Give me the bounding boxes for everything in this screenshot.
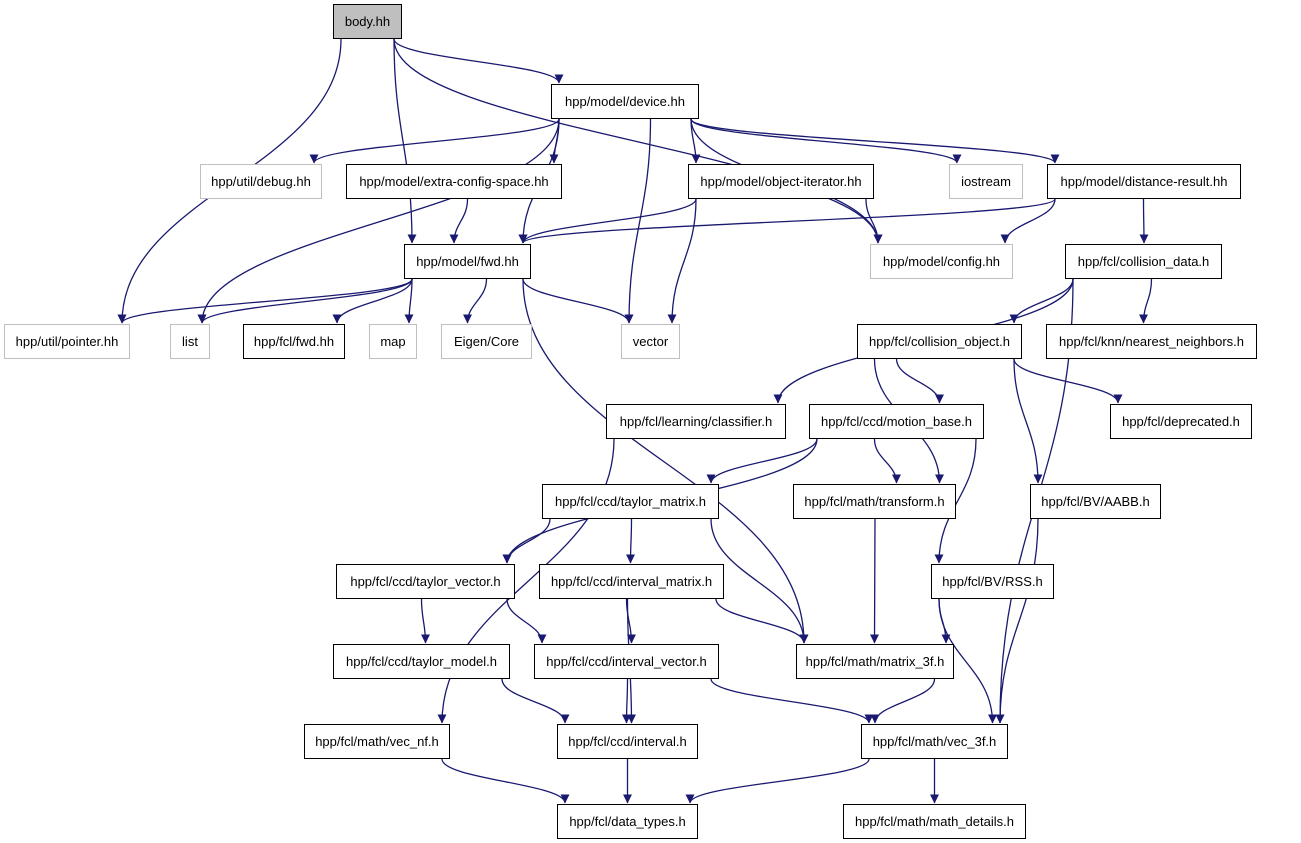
node-math-vec-nf-h[interactable]: hpp/fcl/math/vec_nf.h bbox=[304, 724, 450, 759]
edge-device-to-util-debug bbox=[309, 118, 560, 164]
edge-device-to-vector bbox=[624, 118, 652, 324]
edge-model-fwd-to-fcl-fwd bbox=[332, 278, 413, 324]
node-learning-classifier-h[interactable]: hpp/fcl/learning/classifier.h bbox=[606, 404, 786, 439]
node-math-transform-h[interactable]: hpp/fcl/math/transform.h bbox=[793, 484, 956, 519]
node-body-hh[interactable]: body.hh bbox=[333, 4, 402, 39]
node-math-matrix-3f-h[interactable]: hpp/fcl/math/matrix_3f.h bbox=[796, 644, 954, 679]
edge-transform-to-matrix-3f bbox=[870, 518, 880, 644]
node-collision-object-h[interactable]: hpp/fcl/collision_object.h bbox=[857, 324, 1022, 359]
edge-distance-result-to-model-config bbox=[1000, 198, 1056, 244]
node-object-iterator-hh[interactable]: hpp/model/object-iterator.hh bbox=[688, 164, 874, 199]
edge-collision-object-to-aabb bbox=[1013, 358, 1043, 484]
edge-interval-vector-to-vec-3f bbox=[710, 678, 874, 724]
node-deprecated-h[interactable]: hpp/fcl/deprecated.h bbox=[1110, 404, 1252, 439]
edge-model-fwd-to-matrix-3f bbox=[522, 278, 809, 644]
node-collision-data-h[interactable]: hpp/fcl/collision_data.h bbox=[1065, 244, 1222, 279]
node-ccd-interval-matrix-h[interactable]: hpp/fcl/ccd/interval_matrix.h bbox=[539, 564, 724, 599]
node-bv-rss-h[interactable]: hpp/fcl/BV/RSS.h bbox=[931, 564, 1054, 599]
edge-taylor-matrix-to-matrix-3f bbox=[710, 518, 809, 644]
edge-taylor-vector-to-interval-vector bbox=[506, 598, 547, 644]
edge-taylor-vector-to-taylor-model bbox=[420, 598, 430, 644]
edge-device-to-list bbox=[197, 118, 560, 324]
edge-model-fwd-to-vector bbox=[522, 278, 634, 324]
node-ccd-motion-base-h[interactable]: hpp/fcl/ccd/motion_base.h bbox=[809, 404, 984, 439]
edge-interval-matrix-to-matrix-3f bbox=[715, 598, 809, 644]
node-util-debug-hh[interactable]: hpp/util/debug.hh bbox=[200, 164, 322, 199]
edge-extra-config-to-model-fwd bbox=[449, 198, 469, 244]
edge-motion-base-to-rss bbox=[934, 438, 977, 564]
node-ccd-taylor-vector-h[interactable]: hpp/fcl/ccd/taylor_vector.h bbox=[336, 564, 515, 599]
edge-device-to-iostream bbox=[690, 118, 962, 164]
node-util-pointer-hh[interactable]: hpp/util/pointer.hh bbox=[4, 324, 130, 359]
node-ccd-interval-vector-h[interactable]: hpp/fcl/ccd/interval_vector.h bbox=[534, 644, 719, 679]
node-eigen-core[interactable]: Eigen/Core bbox=[441, 324, 532, 359]
edge-taylor-model-to-interval bbox=[501, 678, 570, 724]
edge-taylor-matrix-to-taylor-vector bbox=[502, 518, 551, 564]
edge-model-fwd-to-list bbox=[197, 278, 413, 324]
edge-collision-data-to-knn bbox=[1139, 278, 1153, 324]
edge-interval-vector-to-interval bbox=[622, 678, 632, 724]
edge-vec-3f-to-data-types bbox=[685, 758, 870, 804]
edge-object-iterator-to-model-fwd bbox=[518, 198, 697, 244]
edge-model-fwd-to-map bbox=[404, 278, 414, 324]
node-bv-aabb-h[interactable]: hpp/fcl/BV/AABB.h bbox=[1030, 484, 1161, 519]
node-ccd-interval-h[interactable]: hpp/fcl/ccd/interval.h bbox=[557, 724, 698, 759]
node-ccd-taylor-model-h[interactable]: hpp/fcl/ccd/taylor_model.h bbox=[333, 644, 510, 679]
node-iostream[interactable]: iostream bbox=[949, 164, 1023, 199]
edge-distance-result-to-model-fwd bbox=[518, 198, 1056, 244]
node-extra-config-space-hh[interactable]: hpp/model/extra-config-space.hh bbox=[346, 164, 562, 199]
edge-motion-base-to-taylor-matrix bbox=[706, 438, 818, 484]
node-list[interactable]: list bbox=[170, 324, 210, 359]
node-model-fwd-hh[interactable]: hpp/model/fwd.hh bbox=[404, 244, 531, 279]
edge-device-to-distance-result bbox=[690, 118, 1060, 164]
edge-aabb-to-vec-3f bbox=[995, 518, 1039, 724]
node-model-config-hh[interactable]: hpp/model/config.hh bbox=[870, 244, 1013, 279]
edge-vec-nf-to-data-types bbox=[441, 758, 570, 804]
edge-interval-matrix-to-interval-vector bbox=[625, 598, 636, 644]
node-fcl-fwd-hh[interactable]: hpp/fcl/fwd.hh bbox=[243, 324, 345, 359]
edge-matrix-3f-to-vec-3f bbox=[870, 678, 936, 724]
node-math-details-h[interactable]: hpp/fcl/math/math_details.h bbox=[843, 804, 1026, 839]
edge-motion-base-to-transform bbox=[873, 438, 901, 484]
node-knn-nearest-neighbors-h[interactable]: hpp/fcl/knn/nearest_neighbors.h bbox=[1046, 324, 1257, 359]
edge-collision-object-to-deprecated bbox=[1013, 358, 1123, 404]
edge-object-iterator-to-vector bbox=[667, 198, 697, 324]
node-data-types-h[interactable]: hpp/fcl/data_types.h bbox=[557, 804, 698, 839]
node-math-vec-3f-h[interactable]: hpp/fcl/math/vec_3f.h bbox=[861, 724, 1008, 759]
edge-body-to-model-config bbox=[393, 38, 883, 244]
node-ccd-taylor-matrix-h[interactable]: hpp/fcl/ccd/taylor_matrix.h bbox=[542, 484, 719, 519]
edge-model-fwd-to-util-pointer bbox=[117, 278, 413, 324]
edge-body-to-device bbox=[393, 38, 564, 84]
node-device-hh[interactable]: hpp/model/device.hh bbox=[551, 84, 699, 119]
edge-distance-result-to-collision-data bbox=[1139, 198, 1149, 244]
edge-model-fwd-to-eigen-core bbox=[463, 278, 488, 324]
edge-collision-object-to-motion-base bbox=[895, 358, 944, 404]
edge-object-iterator-to-model-config bbox=[865, 198, 883, 244]
edge-taylor-matrix-to-interval-matrix bbox=[626, 518, 636, 564]
node-vector[interactable]: vector bbox=[621, 324, 680, 359]
edge-body-to-model-fwd bbox=[393, 38, 417, 244]
node-distance-result-hh[interactable]: hpp/model/distance-result.hh bbox=[1047, 164, 1241, 199]
edge-rss-to-vec-3f bbox=[938, 598, 997, 724]
node-map[interactable]: map bbox=[369, 324, 417, 359]
